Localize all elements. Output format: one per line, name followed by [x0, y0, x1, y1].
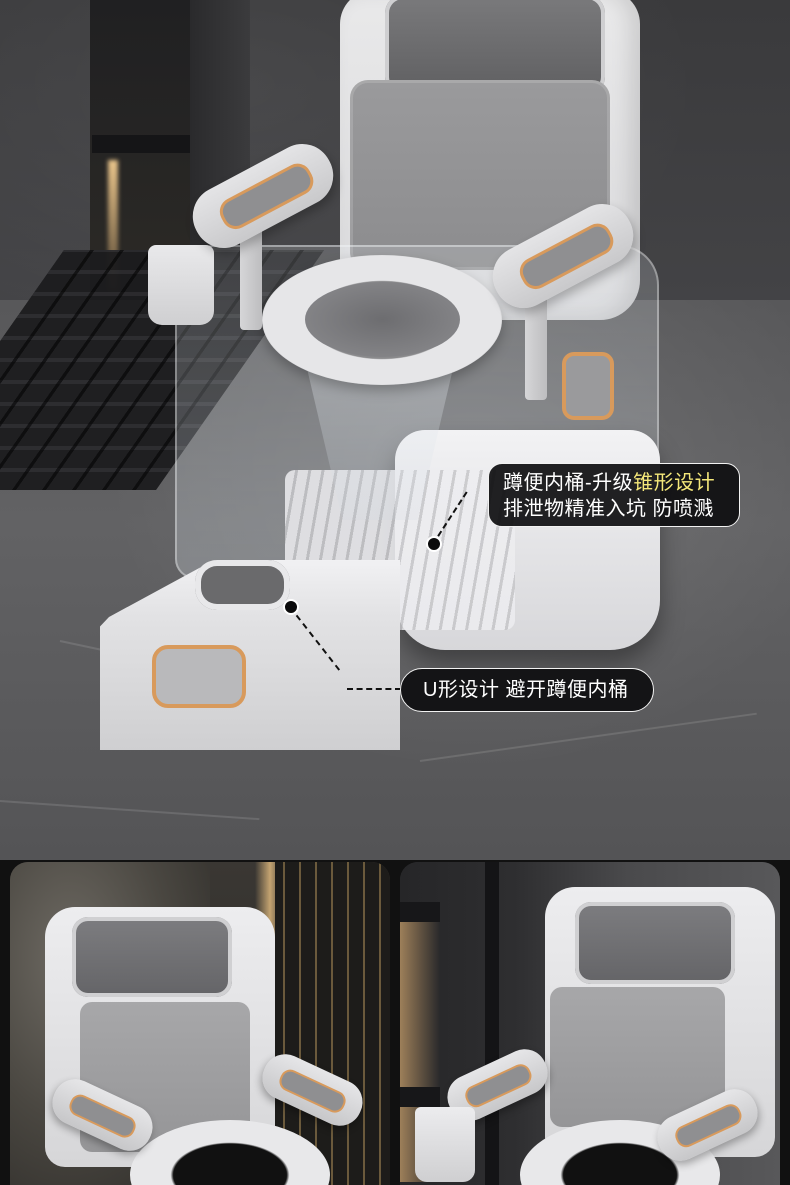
drawer-opening: [195, 560, 290, 610]
door-frame: [485, 862, 499, 1185]
dot-marker-icon: [283, 599, 299, 615]
backrest-panel: [72, 917, 232, 997]
callout-text: 蹲便内桶-升级: [503, 472, 634, 494]
dot-marker-icon: [426, 536, 442, 552]
callout-line-2: 排泄物精准入坑 防喷溅: [503, 498, 715, 520]
backrest-panel: [385, 0, 605, 95]
niche-light: [108, 160, 118, 290]
wood-slat-wall: [275, 862, 390, 1185]
callout-funnel-design: 蹲便内桶-升级锥形设计 排泄物精准入坑 防喷溅: [488, 463, 740, 527]
callout-line-1: 蹲便内桶-升级锥形设计: [503, 470, 739, 496]
side-storage-bucket: [148, 245, 214, 325]
callout-highlight-text: 锥形设计: [633, 472, 716, 494]
hero-product-photo: 蹲便内桶-升级锥形设计 排泄物精准入坑 防喷溅 U形设计 避开蹲便内桶: [0, 0, 790, 860]
armrest-leg: [525, 280, 547, 400]
tank-handle: [562, 352, 614, 420]
niche-shelf: [92, 135, 190, 153]
niche-shelf: [400, 902, 440, 922]
backrest-panel: [575, 902, 735, 984]
drawer-handle: [152, 645, 246, 708]
callout-leader-line: [347, 688, 401, 690]
side-storage-bucket: [415, 1107, 475, 1182]
seat-opening: [305, 282, 460, 357]
callout-u-shape: U形设计 避开蹲便内桶: [400, 668, 654, 712]
callout-text: U形设计 避开蹲便内桶: [423, 679, 629, 701]
niche-shelf: [400, 1087, 440, 1107]
scene-photo-left: [10, 862, 390, 1185]
scene-photo-right: [400, 862, 780, 1185]
